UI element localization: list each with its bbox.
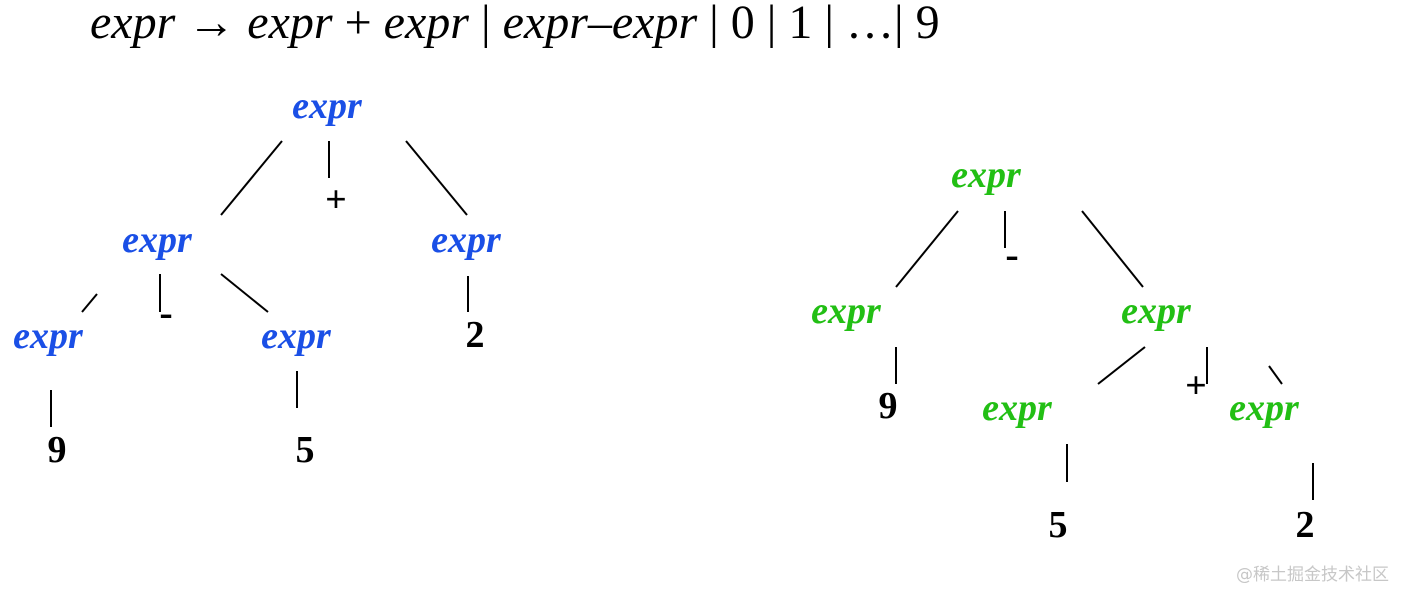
left-parse-tree: expr + expr expr - expr expr 2 9 5 xyxy=(13,85,502,471)
grammar-alt1-left: expr xyxy=(247,0,333,49)
tree-node-expr: expr xyxy=(951,154,1022,196)
tree-operator-plus: + xyxy=(1185,365,1207,407)
tree-leaf-digit: 2 xyxy=(466,314,485,356)
right-tree-edges xyxy=(895,210,1314,500)
watermark-text: @稀土掘金技术社区 xyxy=(1236,565,1389,585)
edge xyxy=(1097,346,1146,385)
grammar-alt1-right: expr xyxy=(383,0,469,49)
tree-node-expr: expr xyxy=(261,315,332,357)
tree-leaf-digit: 9 xyxy=(879,385,898,427)
grammar-separator: | xyxy=(480,0,491,49)
tree-node-expr: expr xyxy=(982,387,1053,429)
tree-leaf-digit: 2 xyxy=(1296,504,1315,546)
edge xyxy=(220,140,283,216)
grammar-arrow: → xyxy=(187,0,236,49)
edge xyxy=(895,210,959,288)
edge xyxy=(405,140,468,216)
grammar-ellipsis: … xyxy=(846,0,894,49)
tree-operator-minus: - xyxy=(159,290,172,335)
tree-node-expr: expr xyxy=(431,219,502,261)
tree-node-expr: expr xyxy=(811,290,882,332)
tree-operator-plus: + xyxy=(325,179,347,221)
grammar-separator: | xyxy=(709,0,719,49)
grammar-plus: + xyxy=(344,0,372,49)
edge xyxy=(220,273,269,313)
tree-leaf-digit: 5 xyxy=(296,429,315,471)
edge xyxy=(1268,365,1283,385)
tree-node-expr: expr xyxy=(1229,387,1300,429)
tree-operator-minus: - xyxy=(1005,232,1018,277)
grammar-separator: | xyxy=(766,0,777,49)
tree-node-expr: expr xyxy=(1121,290,1192,332)
edge xyxy=(1081,210,1144,288)
grammar-separator: | xyxy=(824,0,834,49)
edge xyxy=(81,293,98,313)
left-tree-edges xyxy=(50,140,469,427)
tree-leaf-digit: 9 xyxy=(48,429,67,471)
grammar-lhs: expr xyxy=(90,0,176,49)
tree-leaf-digit: 5 xyxy=(1049,504,1068,546)
grammar-minus: – xyxy=(587,0,612,49)
grammar-production: expr → expr + expr | expr–expr | 0 | 1 |… xyxy=(90,0,940,52)
tree-node-expr: expr xyxy=(13,315,84,357)
grammar-alt2-left: expr xyxy=(502,0,588,49)
grammar-separator: | xyxy=(894,0,904,49)
tree-node-expr: expr xyxy=(122,219,193,261)
right-parse-tree: expr - expr expr 9 expr + expr 5 2 xyxy=(811,154,1314,546)
grammar-alt-nine: 9 xyxy=(915,0,940,49)
tree-node-expr: expr xyxy=(292,85,363,127)
grammar-alt-one: 1 xyxy=(788,0,813,49)
grammar-alt2-right: expr xyxy=(611,0,698,49)
grammar-alt-zero: 0 xyxy=(730,0,755,49)
